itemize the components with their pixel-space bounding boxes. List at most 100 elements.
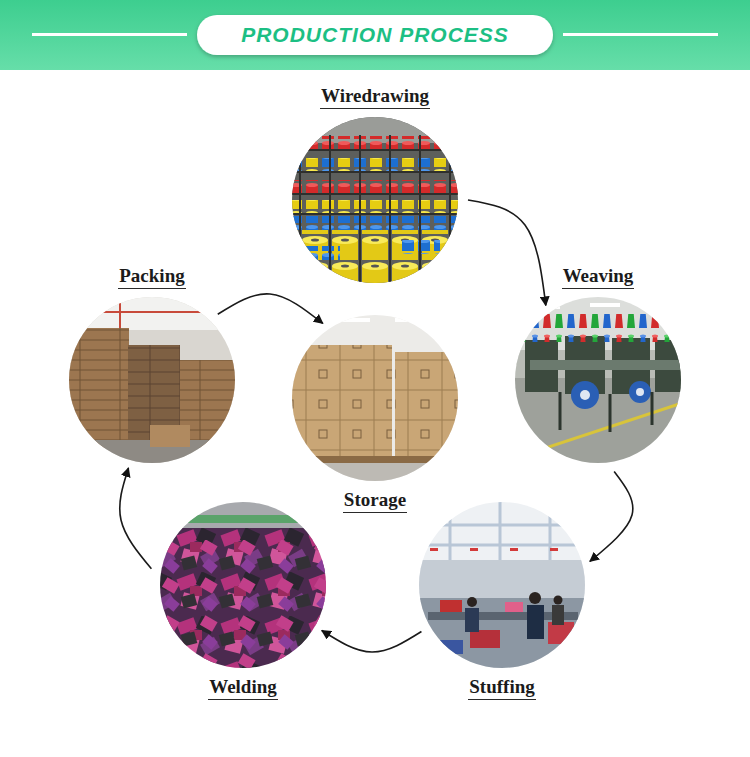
- flow-arrow: [218, 294, 323, 324]
- illustration-part: [417, 560, 587, 600]
- illustration-part: [580, 390, 590, 400]
- illustration-part: [300, 246, 340, 260]
- title-band: PRODUCTION PROCESS: [0, 15, 750, 55]
- illustration-part: [530, 303, 671, 310]
- illustration-part: [563, 33, 718, 36]
- illustration-part: [0, 0, 750, 70]
- header-band: [0, 0, 750, 70]
- illustration-part: [651, 392, 654, 425]
- illustration-part: [329, 135, 331, 285]
- step-label: Packing: [118, 265, 185, 289]
- illustration-part: [525, 336, 685, 394]
- illustration-part: [67, 328, 129, 448]
- illustration-part: [158, 515, 328, 523]
- illustration-part: [67, 295, 237, 330]
- stuffing-photo: [417, 500, 587, 670]
- illustration-part: [417, 500, 587, 560]
- illustration-part: [554, 596, 563, 605]
- packing-photo: [67, 295, 237, 465]
- illustration-part: [292, 345, 392, 457]
- illustration-part: [158, 540, 328, 670]
- connector-group: [120, 200, 633, 652]
- illustration-part: [499, 500, 502, 560]
- illustration-part: [417, 524, 587, 527]
- illustration-part: [590, 303, 620, 307]
- wiredrawing-photo: [290, 115, 460, 286]
- illustration-part: [290, 171, 460, 173]
- illustration-part: [440, 600, 462, 612]
- illustration-part: [290, 135, 460, 285]
- process-step: Weaving: [515, 265, 681, 463]
- illustration-part: [290, 200, 460, 214]
- illustration-part: [290, 193, 460, 195]
- illustration-part: [559, 392, 562, 430]
- photo-circle: [292, 315, 458, 481]
- illustration-part: [158, 528, 328, 670]
- illustration-part: [197, 15, 553, 55]
- illustration-part: [518, 314, 686, 342]
- illustration-part: [465, 608, 479, 632]
- process-step: Storage: [292, 315, 458, 513]
- illustration-part: [330, 318, 370, 322]
- illustration-part: [290, 213, 460, 215]
- step-label-box: Weaving: [515, 265, 681, 297]
- illustration-part: [430, 548, 558, 551]
- step-label: Stuffing: [468, 676, 535, 700]
- illustration-part: [530, 360, 680, 370]
- illustration-part: [449, 500, 452, 560]
- illustration-part: [636, 388, 644, 396]
- step-label-box: Wiredrawing: [292, 85, 458, 117]
- illustration-part: [119, 300, 121, 330]
- illustration-part: [645, 306, 671, 310]
- illustration-part: [290, 180, 460, 194]
- process-step: Packing: [69, 265, 235, 463]
- illustration-part: [290, 115, 460, 285]
- illustration-part: [550, 548, 558, 551]
- flow-arrow: [322, 631, 422, 653]
- flow-arrow: [468, 200, 546, 305]
- illustration-part: [505, 602, 523, 612]
- process-step: Welding: [160, 502, 326, 700]
- storage-photo: [290, 313, 461, 483]
- illustration-part: [529, 592, 541, 604]
- illustration-part: [515, 402, 685, 458]
- step-label: Welding: [208, 676, 278, 700]
- step-label-box: Storage: [292, 481, 458, 513]
- illustration-part: [629, 381, 651, 403]
- illustration-part: [290, 463, 460, 483]
- illustration-part: [530, 305, 560, 309]
- flow-arrow: [120, 468, 152, 569]
- step-label-box: Welding: [160, 668, 326, 700]
- step-label: Wiredrawing: [320, 85, 430, 109]
- welding-photo: [158, 500, 328, 670]
- illustration-part: [359, 135, 361, 285]
- illustration-part: [449, 135, 451, 285]
- illustration-part: [430, 548, 438, 551]
- illustration-part: [150, 425, 190, 447]
- illustration-part: [290, 136, 460, 150]
- illustration-part: [290, 216, 460, 230]
- illustration-part: [67, 300, 237, 330]
- illustration-part: [290, 456, 460, 463]
- illustration-part: [417, 500, 587, 670]
- photo-circle: [419, 502, 585, 668]
- illustration-part: [527, 605, 544, 639]
- illustration-part: [571, 381, 599, 409]
- step-label-box: Packing: [69, 265, 235, 297]
- photo-circle: [292, 117, 458, 283]
- page-title: PRODUCTION PROCESS: [241, 23, 509, 47]
- illustration-part: [467, 597, 477, 607]
- illustration-part: [560, 392, 652, 432]
- illustration-part: [290, 149, 460, 151]
- illustration-part: [552, 605, 564, 625]
- illustration-part: [470, 630, 500, 648]
- step-label: Storage: [343, 489, 407, 513]
- illustration-part: [395, 318, 435, 322]
- illustration-part: [470, 548, 478, 551]
- illustration-part: [437, 640, 463, 654]
- illustration-part: [417, 598, 587, 670]
- illustration-part: [395, 352, 461, 457]
